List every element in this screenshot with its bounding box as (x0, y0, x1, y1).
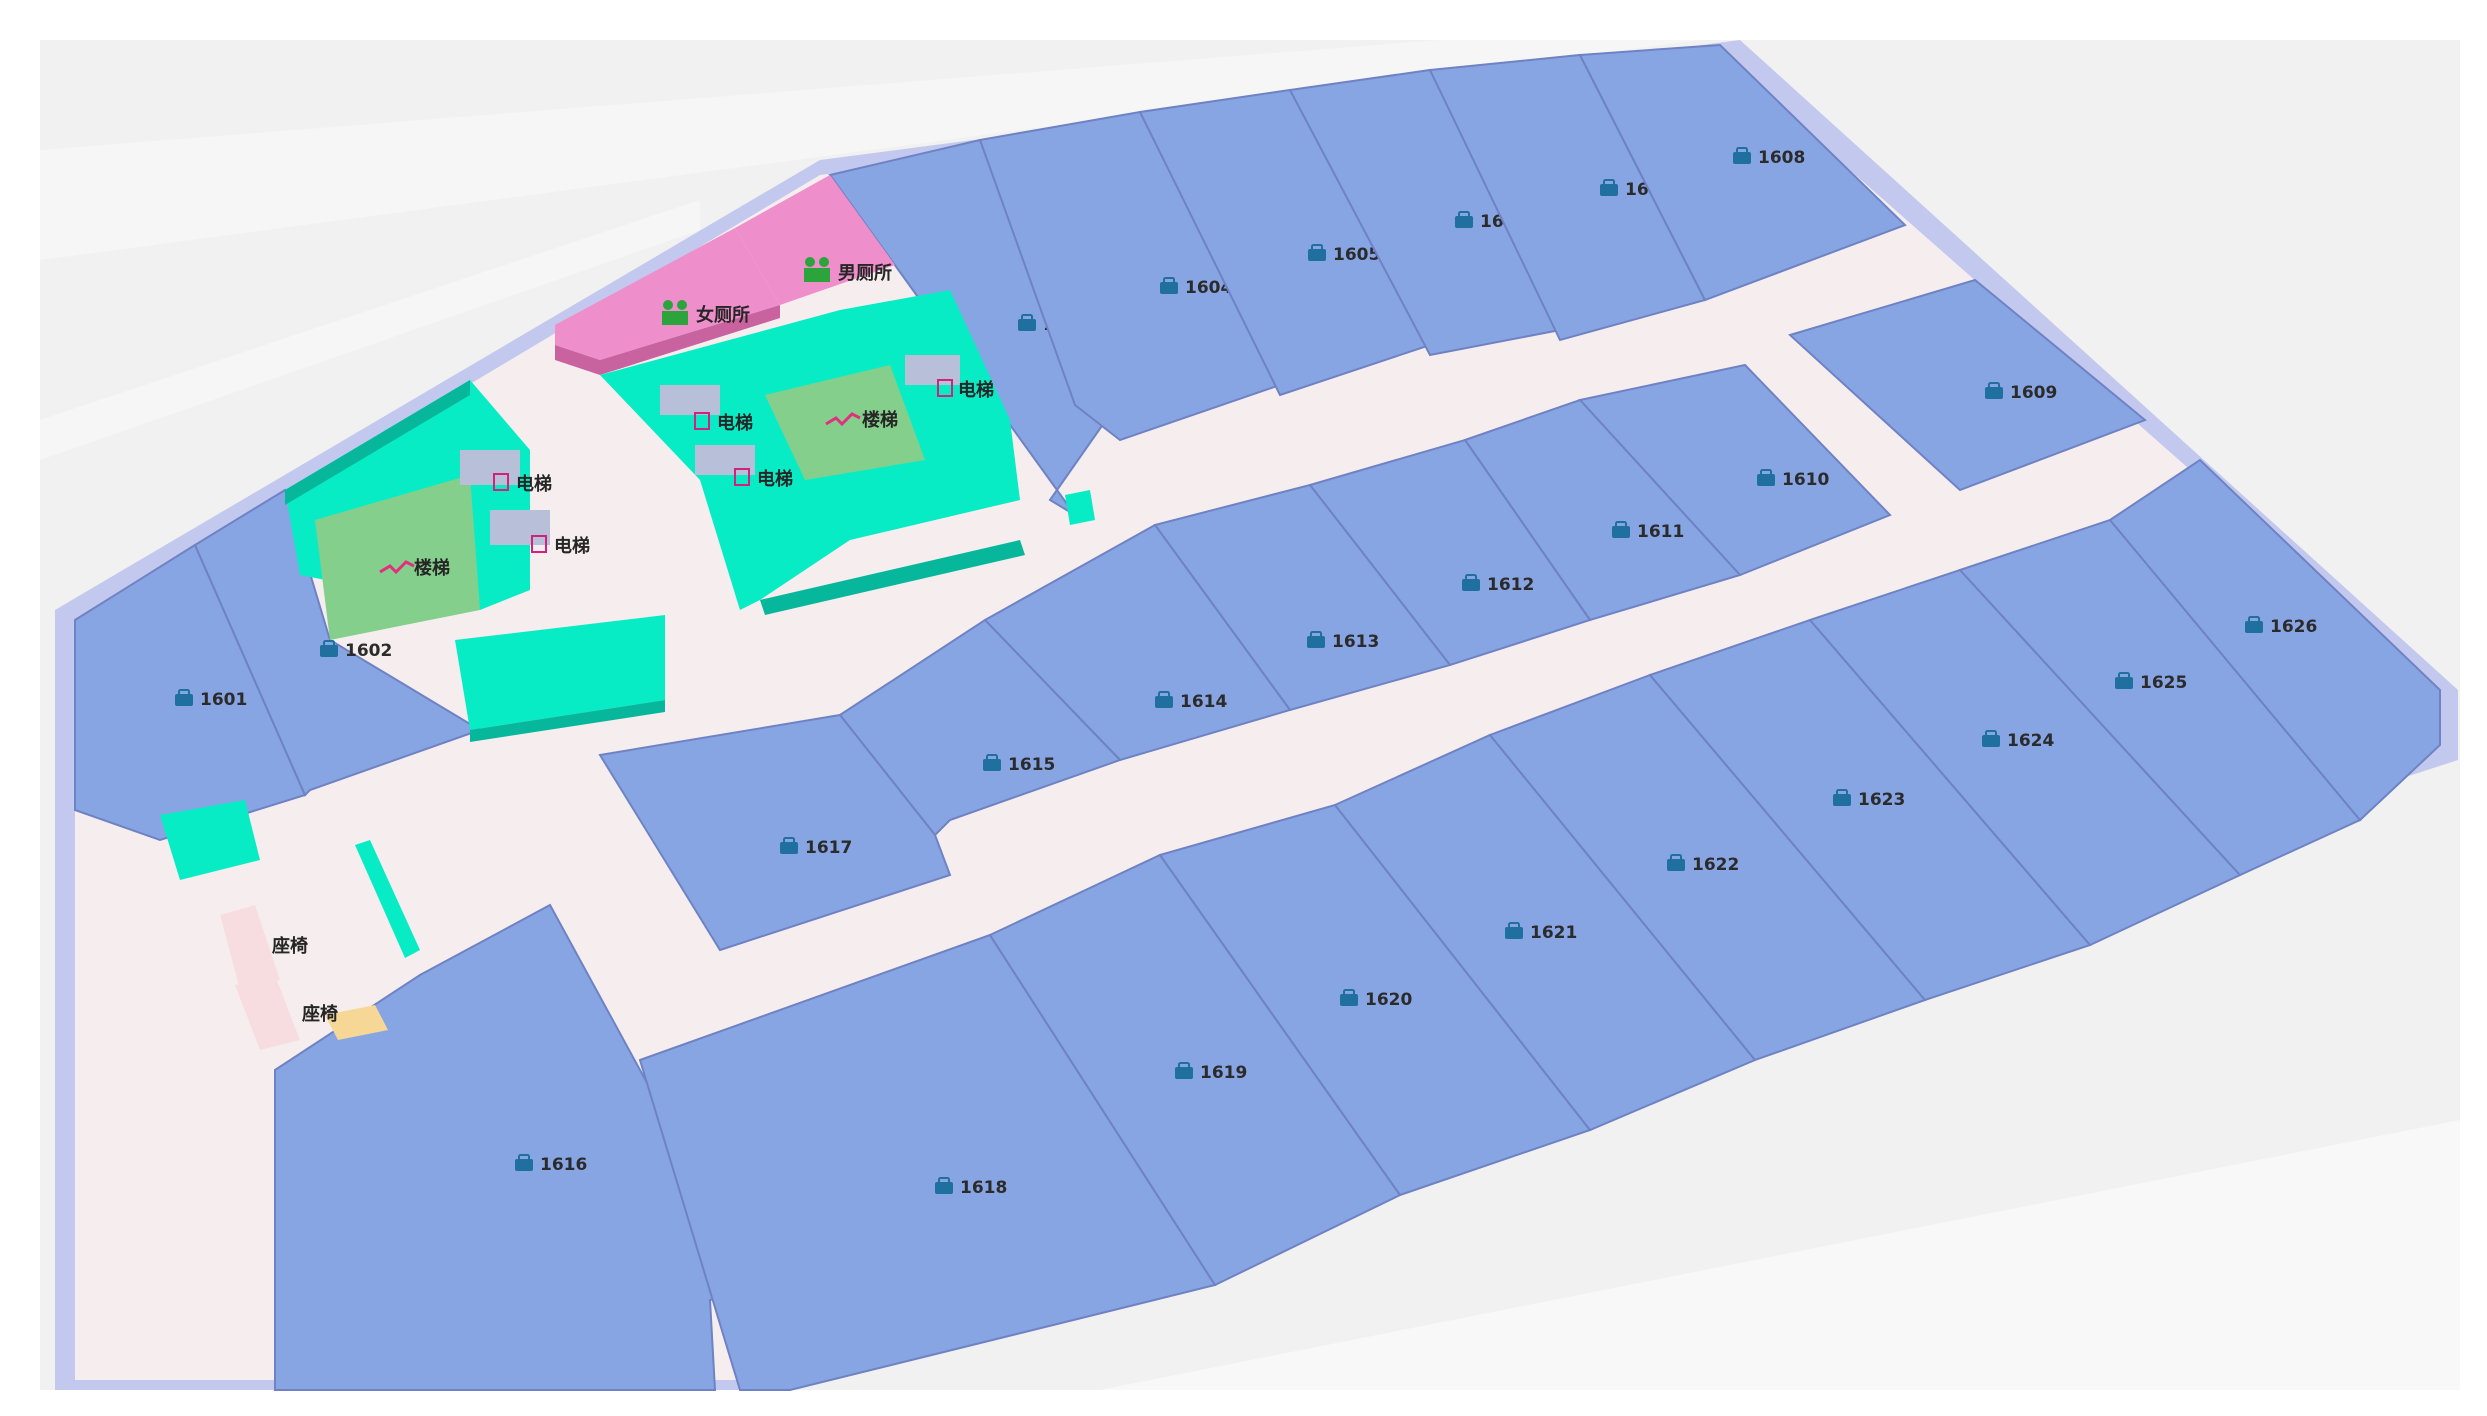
restroom-men-area[interactable] (735, 175, 895, 305)
room-label: 1611 (1637, 522, 1684, 542)
seat-1-area[interactable] (220, 905, 280, 990)
elevator-icon (734, 468, 750, 486)
room-label: 1620 (1365, 990, 1412, 1010)
room-shape[interactable] (638, 933, 1217, 1391)
room-label: 1618 (960, 1178, 1007, 1198)
elevator-4-door (695, 445, 755, 475)
room-1604[interactable]: 1604 (978, 110, 1282, 442)
restroom-men-label: 男厕所 (838, 263, 892, 284)
restroom-wall (555, 305, 780, 375)
room-1617[interactable]: 1617 (598, 713, 952, 952)
elevator-5-label: 电梯 (958, 379, 994, 401)
room-label: 1613 (1332, 632, 1379, 652)
elevator-3-door (660, 385, 720, 415)
facility-layer (160, 175, 1095, 1050)
facility-block-left-side (285, 380, 470, 505)
elevator-4-label: 电梯 (757, 468, 793, 490)
seat-2-area[interactable] (235, 975, 300, 1050)
room-label: 1615 (1008, 755, 1055, 775)
room-label: 1608 (1758, 148, 1805, 168)
room-label: 1617 (805, 838, 852, 858)
road-lower (40, 200, 700, 460)
elevator-icon (531, 535, 547, 553)
bench (325, 1005, 388, 1040)
stairs-icon (825, 412, 861, 427)
room-label: 1625 (2140, 673, 2187, 693)
room-label: 1623 (1858, 790, 1905, 810)
elevator-3-label: 电梯 (717, 412, 753, 434)
room-shape[interactable] (2108, 458, 2441, 822)
restroom-icon (804, 257, 830, 282)
elevator-icon (937, 379, 953, 397)
room-shape[interactable] (1788, 278, 2147, 492)
room-shape[interactable] (978, 110, 1282, 442)
room-shape[interactable] (598, 713, 952, 952)
elevator-1-door (460, 450, 520, 485)
elevator-1-label: 电梯 (516, 473, 552, 495)
room-1608[interactable]: 1608 (1578, 43, 1907, 302)
post-1 (1065, 490, 1095, 525)
road-bottom (1100, 1120, 2460, 1390)
stairs-icon (379, 560, 415, 575)
seat-2-label: 座椅 (302, 1003, 338, 1025)
info-kiosk[interactable] (160, 800, 260, 880)
room-shape[interactable] (828, 138, 1122, 516)
elevator-icon (694, 412, 710, 430)
stairs-1-label: 楼梯 (414, 557, 450, 579)
room-label: 1614 (1180, 692, 1227, 712)
room-label: 1610 (1782, 470, 1829, 490)
room-label: 1626 (2270, 617, 2317, 637)
restroom-women-area[interactable] (555, 228, 780, 360)
stairs-1-area[interactable] (315, 475, 480, 640)
divider-bar (355, 840, 420, 958)
restroom-women-label: 女厕所 (696, 304, 750, 326)
room-label: 1604 (1185, 278, 1232, 298)
facility-labels: 女厕所 男厕所 电梯 电梯 电梯 电梯 电梯 楼梯 楼梯 座椅 座椅 (272, 257, 994, 1025)
stairs-2-label: 楼梯 (862, 409, 898, 431)
room-layer: 1601160216031604160516061607160816091610… (74, 43, 2441, 1391)
elevator-2-label: 电梯 (554, 535, 590, 557)
room-1626[interactable]: 1626 (2108, 458, 2441, 822)
room-1609[interactable]: 1609 (1788, 278, 2147, 492)
room-label: 1621 (1530, 923, 1577, 943)
facility-block-lower-side (470, 700, 665, 742)
room-label: 1612 (1487, 575, 1534, 595)
room-label: 1624 (2007, 731, 2054, 751)
room-1618[interactable]: 1618 (638, 933, 1217, 1391)
room-label: 1601 (200, 690, 247, 710)
room-label: 1619 (1200, 1063, 1247, 1083)
elevator-2-door (490, 510, 550, 545)
facility-block-center-side (760, 540, 1025, 615)
room-label: 1605 (1333, 245, 1380, 265)
facility-block-lower[interactable] (455, 615, 665, 730)
seat-1-label: 座椅 (272, 935, 308, 957)
room-label: 1602 (345, 641, 392, 661)
room-shape[interactable] (1578, 43, 1907, 302)
room-label: 1609 (2010, 383, 2057, 403)
room-label: 1616 (540, 1155, 587, 1175)
room-label: 1622 (1692, 855, 1739, 875)
restroom-icon (662, 300, 688, 325)
elevator-icon (493, 473, 509, 491)
